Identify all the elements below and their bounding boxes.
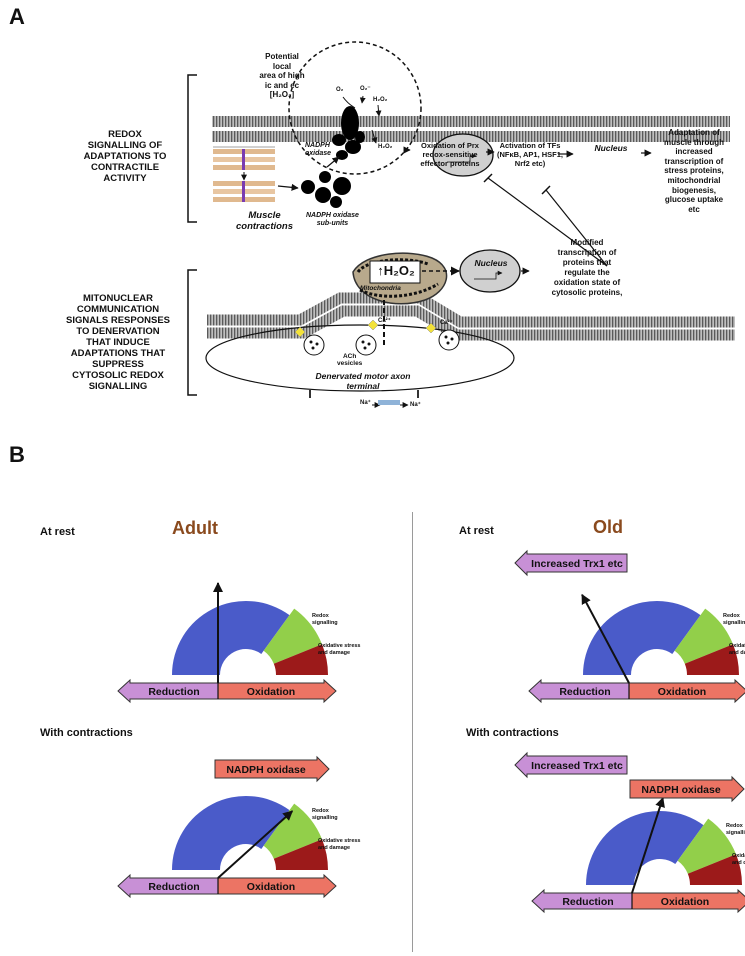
old-contraction-needle	[631, 796, 665, 894]
adult-rest-redox-label: Redox	[312, 613, 330, 619]
old-rest-needle	[581, 593, 630, 684]
mitochondria-label: Mitochondria	[360, 285, 401, 292]
na-label-2: Na⁺	[410, 402, 421, 408]
o2-label: O₂	[336, 87, 344, 93]
inhibition-line	[487, 177, 608, 267]
old-rest-redox-signalling-arc	[674, 608, 734, 664]
ca-label-2: Ca²⁺	[440, 320, 453, 326]
old-rest-oxidative-label: Oxidative stress	[729, 643, 745, 649]
upper-membrane	[212, 116, 730, 127]
adult-rest-oxidation-arrow	[217, 678, 337, 704]
old-nadph-arrow-label: NADPH oxidase	[641, 784, 721, 796]
old-contraction-redox-label: Redox	[726, 823, 744, 829]
old-contraction-oxidative-label: Oxidative stress	[732, 853, 745, 859]
h2o2-outer-label: H₂O₂	[373, 97, 388, 103]
old-contraction-oxidation-arrow-label: Oxidation	[661, 896, 709, 908]
panel-divider	[412, 512, 413, 952]
adult-contraction-oxidation-arrow-label: Oxidation	[247, 881, 295, 893]
nadph-oxidase-complex	[341, 106, 359, 140]
bracket-top	[187, 74, 197, 223]
old-rest-reduction-arc	[583, 601, 701, 675]
adult-title: Adult	[172, 518, 218, 538]
muscle-fiber-illustration	[213, 146, 275, 202]
lower-membrane	[207, 292, 735, 328]
old-trx-contraction-arrow	[514, 751, 628, 779]
old-title: Old	[593, 517, 623, 537]
bracket-bottom	[187, 269, 197, 396]
panel-a-letter: A	[9, 4, 25, 29]
adult-nadph-arrow	[214, 755, 330, 783]
old-rest-oxidation-arrow	[628, 678, 745, 704]
old-contraction-redox-label-2: signalling	[726, 830, 745, 836]
adult-contraction-oxidative-arc	[273, 839, 328, 870]
activation-tfs-label: Activation of TFs(NFκB, AP1, HSF1,Nrf2 e…	[497, 141, 563, 168]
adult-contraction-reduction-arc	[172, 796, 290, 870]
nucleus-top-label: Nucleus	[594, 143, 628, 153]
ca-label-1: Ca²⁺	[378, 318, 391, 324]
adult-nadph-arrow-label: NADPH oxidase	[226, 764, 306, 776]
adult-rest-label: At rest	[40, 526, 75, 538]
adult-contraction-needle	[217, 810, 294, 879]
ach-vesicle	[303, 334, 325, 356]
na-label-1: Na⁺	[360, 400, 371, 406]
adult-rest-redox-signalling-arc	[263, 608, 323, 664]
old-contraction-oxidative-arc	[687, 854, 742, 885]
adult-contraction-redox-label: Redox	[312, 808, 330, 814]
local-area-circle	[288, 41, 422, 175]
old-trx-rest-arrow	[514, 549, 628, 577]
adult-rest-reduction-arc	[172, 601, 290, 675]
adult-rest-reduction-arrow-label: Reduction	[148, 686, 199, 698]
adult-contraction-oxidation-arrow	[217, 873, 337, 899]
adult-rest-oxidation-arrow-label: Oxidation	[247, 686, 295, 698]
old-contraction-redox-signalling-arc	[677, 818, 737, 874]
panel-a-diagram	[187, 41, 735, 408]
adult-rest-oxidative-arc	[273, 644, 328, 675]
adult-contraction-label: With contractions	[40, 727, 133, 739]
old-rest-reduction-arrow-label: Reduction	[559, 686, 610, 698]
nucleus-bottom	[459, 249, 521, 293]
old-trx-rest-arrow-label: Increased Trx1 etc	[531, 558, 623, 570]
nucleus-bottom-label: Nucleus	[474, 258, 508, 268]
old-trx-contraction-arrow-label: Increased Trx1 etc	[531, 760, 623, 772]
adult-rest-redox-label-2: signalling	[312, 620, 338, 626]
old-contraction-label: With contractions	[466, 727, 559, 739]
adult-contraction-oxidative-label: Oxidative stress	[318, 838, 361, 844]
mito-h2o2-label: ↑H₂O₂	[377, 263, 415, 278]
adult-contraction-oxidative-label-2: and damage	[318, 845, 350, 851]
old-contraction-reduction-arrow-label: Reduction	[562, 896, 613, 908]
superoxide-label: O₂⁻	[360, 86, 371, 92]
adult-contraction-reduction-arrow-label: Reduction	[148, 881, 199, 893]
panel-b-letter: B	[9, 442, 25, 467]
nadph-subunit	[301, 180, 315, 194]
old-rest-oxidative-arc	[684, 644, 739, 675]
old-rest-label: At rest	[459, 525, 494, 537]
adult-contraction-redox-signalling-arc	[263, 803, 323, 859]
adult-contraction-redox-label-2: signalling	[312, 815, 338, 821]
old-contraction-oxidative-label-2: and damage	[732, 860, 745, 866]
old-rest-oxidative-label-2: and damage	[729, 650, 745, 656]
old-rest-redox-label: Redox	[723, 613, 741, 619]
old-contraction-reduction-arc	[586, 811, 704, 885]
old-contraction-oxidation-arrow	[631, 888, 745, 914]
h2o2-inner-label: H₂O₂	[378, 144, 393, 150]
old-nadph-arrow	[629, 775, 745, 803]
axon-terminal	[205, 324, 515, 392]
adult-rest-oxidative-label: Oxidative stress	[318, 643, 361, 649]
old-rest-oxidation-arrow-label: Oxidation	[658, 686, 706, 698]
adult-rest-oxidative-label-2: and damage	[318, 650, 350, 656]
old-rest-redox-label-2: signalling	[723, 620, 745, 626]
